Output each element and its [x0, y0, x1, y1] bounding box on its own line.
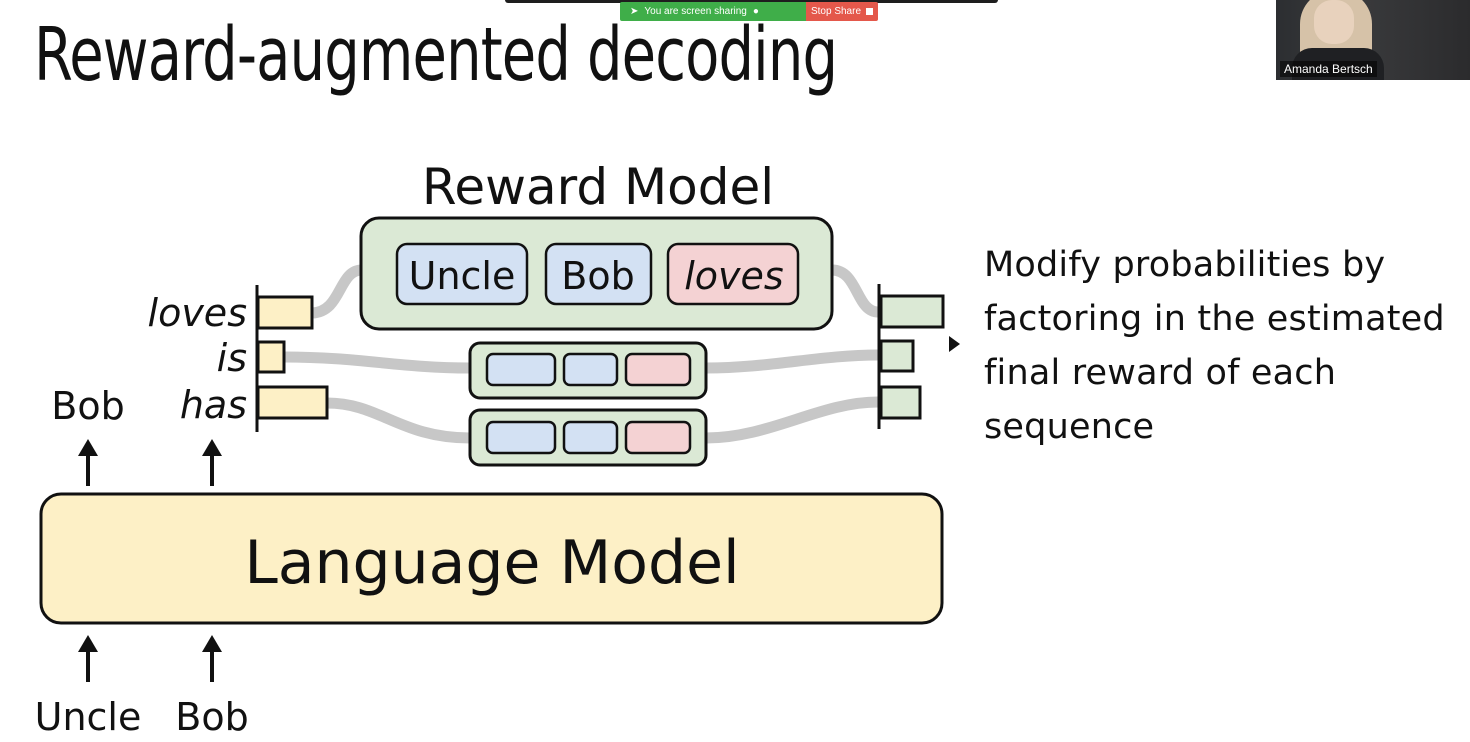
sharing-status-text: You are screen sharing: [644, 6, 747, 17]
language-model-label: Language Model: [244, 528, 739, 598]
input-token-bob: Bob: [175, 695, 248, 739]
rm-token-loves: loves: [684, 254, 783, 298]
mouse-cursor-icon: [949, 336, 960, 352]
candidate-has: has: [180, 383, 247, 427]
bar-is-lm: [256, 340, 286, 374]
rm-token-bob: Bob: [561, 254, 634, 298]
candidate-is: is: [217, 336, 247, 380]
slide-description: Modify probabilities by factoring in the…: [984, 245, 1445, 447]
reward-model-label: Reward Model: [422, 158, 774, 216]
rm-token-uncle: Uncle: [409, 254, 516, 298]
bar-loves-rm: [879, 294, 945, 329]
sharing-status[interactable]: ➤ You are screen sharing ●: [620, 2, 806, 21]
connector-is-right: [700, 349, 884, 374]
language-model-box: [39, 492, 944, 625]
lm-probability-bars: [255, 285, 329, 432]
connector-loves-left: [306, 264, 368, 319]
rm-token-loves-box: [666, 242, 800, 306]
reward-model-copy-1: [468, 341, 708, 400]
bar-has-lm: [256, 385, 329, 420]
output-arrows: [78, 439, 222, 486]
share-icon: ➤: [630, 6, 639, 17]
stop-share-label: Stop Share: [810, 6, 862, 17]
zoom-top-bar: [505, 0, 998, 3]
bar-is-rm: [879, 339, 915, 373]
shield-icon: ●: [752, 6, 759, 17]
reward-model-copy-2: [468, 408, 708, 467]
generated-token-bob: Bob: [51, 384, 124, 428]
participant-video[interactable]: Amanda Bertsch: [1276, 0, 1470, 80]
connector-loves-right: [826, 264, 884, 318]
screen-share-bar: ➤ You are screen sharing ● Stop Share: [620, 2, 878, 21]
connectors: [278, 264, 884, 444]
rm-token-bob-box: [544, 242, 653, 306]
bar-has-rm: [879, 385, 922, 420]
connector-has-left: [321, 397, 476, 444]
stop-share-button[interactable]: Stop Share: [806, 2, 878, 21]
candidate-loves: loves: [148, 291, 247, 335]
input-arrows: [78, 635, 222, 682]
bar-loves-lm: [256, 295, 314, 330]
slide-title: Reward-augmented decoding: [34, 12, 838, 98]
reweighted-probability-bars: [877, 284, 945, 429]
participant-name: Amanda Bertsch: [1280, 61, 1377, 77]
connector-has-right: [700, 396, 884, 444]
participant-face: [1314, 0, 1354, 44]
connector-is-left: [278, 351, 476, 374]
stop-icon: [866, 8, 874, 15]
rm-token-uncle-box: [395, 242, 529, 306]
input-token-uncle: Uncle: [35, 695, 142, 739]
